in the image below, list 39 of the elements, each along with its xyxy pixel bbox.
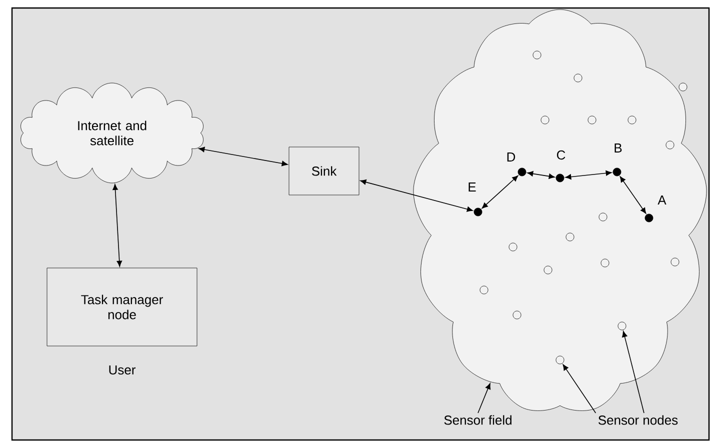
node-caption: A [658,196,666,204]
leader-line [562,364,596,414]
sensor-node-circle [508,242,518,252]
sensor-node-circle [540,116,550,124]
sensor-node-circle [670,258,680,266]
leader-line [622,331,644,414]
sensor-node-circle [544,266,552,274]
arrow [620,176,646,214]
callout-label: Sensor nodes [598,415,678,425]
sensor-node-circle [532,50,542,60]
node-caption: D [507,152,516,162]
callout-label: Sensor field [444,415,512,425]
sensor-node-circle [678,82,688,92]
sensor-field-cloud [413,9,707,411]
process-box: Sink [288,146,360,196]
arrow [482,175,518,209]
sensor-node-circle [556,356,564,364]
sensor-node-circle [598,212,608,222]
arrow [112,184,122,267]
sensor-node-circle [588,116,596,124]
sensor-node-circle [628,116,636,124]
sensor-node-circle [666,140,674,150]
sensor-node-circle [480,286,488,294]
arrow [198,146,288,166]
sensor-node-circle [618,322,626,330]
leader-line [478,383,491,414]
network-cloud: Internet and satellite [20,82,204,184]
process-box: Task manager node [46,268,198,346]
node-caption: E [468,182,476,192]
arrow [527,171,555,179]
sensor-node-circle [512,310,522,320]
sensor-node-circle [566,232,574,242]
arrow [565,170,612,180]
node-caption: C [556,150,566,160]
node-caption: B [614,144,622,152]
sensor-node-circle [574,74,582,82]
arrow [360,179,473,212]
sensor-node-circle [600,258,610,268]
node-caption: User [109,365,136,375]
